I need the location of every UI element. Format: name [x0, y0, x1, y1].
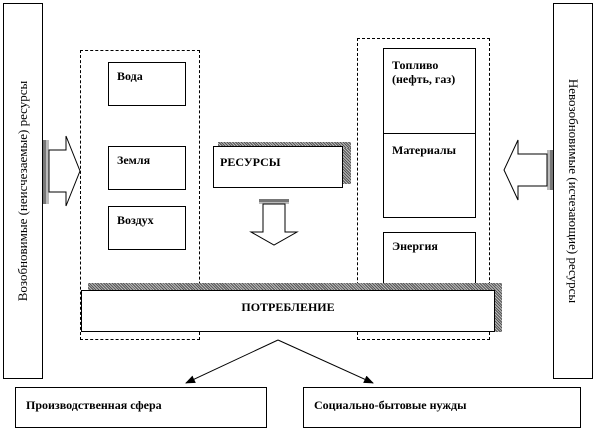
- land-box: Земля: [108, 146, 186, 190]
- air-box: Воздух: [108, 206, 186, 250]
- left-block-arrow: [43, 135, 81, 207]
- resources-shadow-top: [218, 142, 351, 148]
- social-label: Социально-бытовые нужды: [314, 398, 467, 412]
- materials-label: Материалы: [392, 143, 457, 157]
- production-box: Производственная сфера: [15, 387, 267, 428]
- renewable-group: [80, 50, 200, 340]
- right-block-arrow: [503, 139, 553, 201]
- consumption-box: ПОТРЕБЛЕНИЕ: [81, 290, 495, 332]
- arrow-to-social: [277, 339, 374, 384]
- fuel-materials-divider: [383, 133, 476, 134]
- land-label: Земля: [117, 153, 151, 167]
- water-box: Вода: [108, 62, 186, 106]
- consumption-shadow-top: [88, 283, 502, 291]
- energy-box: Энергия: [383, 232, 476, 287]
- fuel-label: Топливо (нефть, газ): [392, 58, 456, 86]
- nonrenewable-group: [357, 38, 490, 340]
- air-label: Воздух: [117, 213, 154, 227]
- consumption-shadow-right: [494, 286, 502, 332]
- down-block-arrow: [249, 199, 299, 246]
- resources-label: РЕСУРСЫ: [220, 155, 281, 169]
- resources-box: РЕСУРСЫ: [213, 146, 343, 188]
- arrow-to-production: [185, 339, 279, 384]
- resources-shadow-right: [343, 146, 351, 184]
- social-box: Социально-бытовые нужды: [303, 387, 581, 428]
- water-label: Вода: [117, 69, 143, 83]
- right-side-panel: [553, 3, 593, 379]
- consumption-label: ПОТРЕБЛЕНИЕ: [241, 300, 335, 314]
- production-label: Производственная сфера: [26, 398, 162, 412]
- energy-label: Энергия: [392, 239, 438, 253]
- left-side-panel: [3, 3, 43, 379]
